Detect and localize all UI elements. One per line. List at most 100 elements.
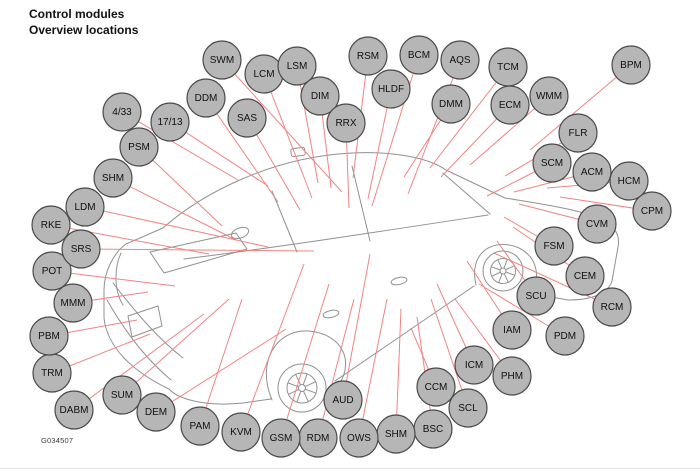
module-label: POT [42,266,63,277]
car-illustration [103,146,620,413]
module-label: DABM [60,405,89,416]
module-circle-shape [516,276,556,316]
module-circle-DABM: DABM [54,390,94,430]
module-label: RSM [357,51,379,62]
module-label: FLR [569,128,588,139]
module-label: ECM [499,100,521,111]
car-rear-door-handle [322,309,340,319]
page-title-line1: Control modules [29,7,125,21]
module-circle-RKE: RKE [31,205,71,245]
car-bumper-crease-1 [106,299,172,381]
module-circle-GSM: GSM [261,418,301,458]
rear-wheel-spoke [304,388,317,394]
module-circle-shape [532,143,572,183]
leader-line-SHM [395,308,402,435]
front-wheel-spoke [491,271,501,277]
module-label: DDM [195,93,218,104]
module-circle-DIM: DIM [300,76,340,116]
front-wheel-spoke [498,273,503,284]
module-circle-PAM: PAM [180,406,220,446]
leader-line-SRS [80,248,315,252]
leader-line-PAM [199,298,243,427]
module-label: WMM [536,91,562,102]
module-circle-BCM: BCM [399,35,439,75]
leader-line-RCM [493,252,613,308]
car-license-plate [127,305,163,338]
module-circle-shape [348,36,388,76]
front-wheel-spoke [505,265,515,271]
module-circle-shape [31,205,71,245]
module-circle-shape [399,35,439,75]
rear-wheel-spoke [287,388,300,395]
module-circle-RSM: RSM [348,36,388,76]
module-label: TCM [497,62,519,73]
module-circle-FLR: FLR [558,113,598,153]
module-label: SCL [458,403,478,414]
front-wheel-spoke [490,266,501,271]
module-circle-shape [227,98,267,138]
rear-wheel-spoke [296,390,302,403]
module-circle-shape [529,76,569,116]
module-label: AQS [449,55,470,66]
module-circle-shape [32,251,72,291]
module-circle-shape [119,127,159,167]
leader-line-DABM [73,313,205,411]
module-circle-SCU: SCU [516,276,556,316]
module-label: SCM [541,158,563,169]
module-circle-FSM: FSM [534,226,574,266]
module-circle-RCM: RCM [592,287,632,327]
leader-line-DEM [155,328,287,413]
module-circle-shape [150,102,190,142]
module-circle-shape [202,40,242,80]
module-label: PAM [190,421,211,432]
module-circle-SRS: SRS [61,229,101,269]
module-circle-POT: POT [32,251,72,291]
module-label: KVM [230,427,252,438]
module-circle-TCM: TCM [488,47,528,87]
module-circle-WMM: WMM [529,76,569,116]
module-circle-LCM: LCM [244,54,284,94]
module-circle-shape [186,78,226,118]
module-label: PDM [554,331,576,342]
module-label: ICM [465,360,483,371]
module-circle-shape [53,283,93,323]
module-circle-SHM: SHM [376,414,416,454]
module-label: GSM [270,433,293,444]
front-wheel-spoke [497,259,503,269]
leader-line-BPM [529,64,632,151]
module-circle-PBM: PBM [29,316,69,356]
module-circle-shape [54,390,94,430]
module-label: CCM [425,382,448,393]
module-circle-HLDF: HLDF [371,69,411,109]
leader-line-AUD [342,253,371,401]
leader-line-KVM [240,263,305,433]
module-label: CEM [574,271,596,282]
leader-line-RDM [317,298,355,439]
leader-line-SUM [121,298,230,396]
front-wheel-spoke [503,258,508,269]
module-circle-DMM: DMM [431,84,471,124]
module-label: DIM [311,91,329,102]
module-circle-SCL: SCL [448,388,488,428]
module-circle-shape [632,191,672,231]
leader-line-DDM [205,97,279,203]
module-label: PBM [38,331,60,342]
module-circle-shape [431,84,471,124]
module-circle-shape [572,152,612,192]
leader-line-LDM [84,206,269,248]
module-label: DMM [439,99,463,110]
module-circle-SAS: SAS [227,98,267,138]
module-circle-shape [577,204,617,244]
module-circle-shape [93,158,133,198]
module-circle-shape [326,103,366,143]
module-circle-PDM: PDM [545,316,585,356]
module-circle-shape [371,69,411,109]
module-circle-shape [558,113,598,153]
car-bumper-crease-2 [112,282,184,359]
bottom-rule [0,468,700,469]
leader-line-POT [51,270,176,287]
module-circle-shape [136,392,176,432]
module-circle-shape [534,226,574,266]
module-circle-LSM: LSM [277,46,317,86]
module-label: RDM [307,433,330,444]
